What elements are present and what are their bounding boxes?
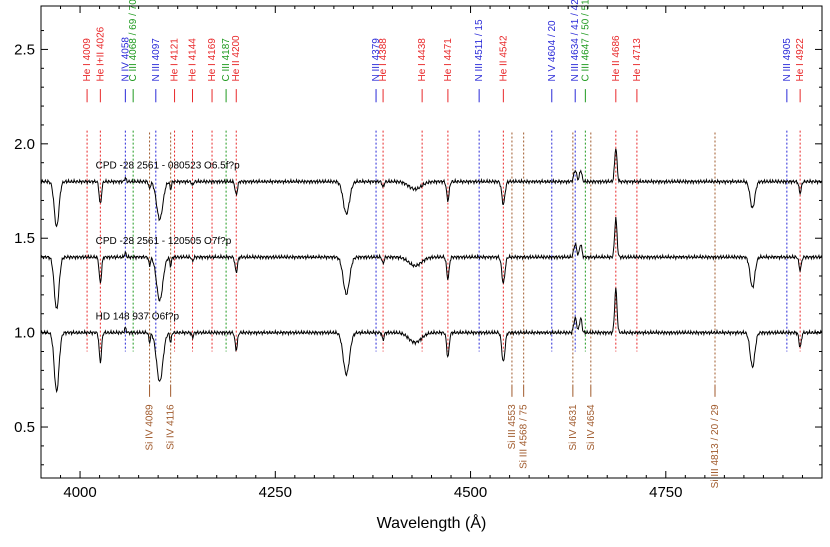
line-marker-label: He II 4542 (498, 35, 509, 82)
line-marker-label: N III 4634 / 41 / 42 (570, 0, 581, 82)
spectrum-label: HD 148 937 O6f?p (96, 311, 180, 322)
y-tick-label: 2.0 (14, 136, 35, 153)
line-marker-label: He II 4686 (611, 35, 622, 82)
axis-ticks: 4000 4250 4500 4750 0.5 1.0 1.5 2.0 2.5 (14, 6, 823, 501)
si-marker-label: Si III 4813 / 20 / 29 (710, 404, 721, 488)
line-marker-label: He I 4121 (170, 38, 181, 82)
spectrum-line-0 (40, 148, 822, 228)
si-marker-label: Si IV 4631 (568, 404, 579, 451)
x-axis-label: Wavelength (Å) (377, 513, 487, 532)
line-marker-label: C III 4187 (221, 38, 232, 82)
y-tick-label: 0.5 (14, 419, 35, 436)
si-marker-label: Si IV 4089 (145, 404, 156, 451)
line-marker-label: C III 4068 / 69 / 70 (128, 0, 139, 82)
spectrum-label: CPD -28 2561 - 080523 O6.5f?p (96, 160, 240, 171)
x-tick-label: 4000 (63, 484, 96, 501)
x-tick-label: 4500 (454, 484, 487, 501)
line-marker-label: He II 4200 (231, 35, 242, 82)
y-tick-label: 1.0 (14, 325, 35, 342)
line-marker-label: He I 4144 (188, 38, 199, 82)
line-marker-label: He I 4471 (443, 38, 454, 82)
line-marker-label: He I 4713 (632, 38, 643, 82)
line-marker-label: He I 4438 (417, 38, 428, 82)
si-marker-label: Si III 4568 / 75 (519, 404, 530, 469)
line-marker-label: N III 4379 (371, 38, 382, 82)
line-marker-label: He I 4169 (207, 38, 218, 82)
line-marker-label: C III 4647 / 50 / 51 (580, 0, 591, 82)
line-marker-label: N IV 4058 (120, 37, 131, 82)
line-marker-label: He I 4388 (378, 38, 389, 82)
si-marker-label: Si IV 4116 (166, 404, 177, 450)
x-tick-label: 4750 (649, 484, 682, 501)
si-marker-label: Si IV 4654 (586, 404, 597, 451)
x-tick-label: 4250 (259, 484, 292, 501)
spectrum-line-1 (40, 217, 822, 310)
y-tick-label: 1.5 (14, 230, 35, 247)
line-marker-label: N III 4905 (782, 38, 793, 82)
line-marker-label: N V 4604 / 20 (547, 20, 558, 82)
y-tick-label: 2.5 (14, 41, 35, 58)
line-marker-label: N III 4511 / 15 (474, 19, 485, 82)
spectrum-line-2 (40, 287, 822, 394)
line-marker-label: He I 4009 (82, 38, 93, 82)
si-marker-label: Si III 4553 (507, 404, 518, 449)
spectrum-label: CPD -28 2561 - 120505 O7f?p (96, 236, 232, 247)
line-marker-label: He I 4922 (795, 38, 806, 82)
line-marker-label: He I+II 4026 (95, 26, 106, 81)
line-marker-label: N III 4097 (151, 38, 162, 82)
